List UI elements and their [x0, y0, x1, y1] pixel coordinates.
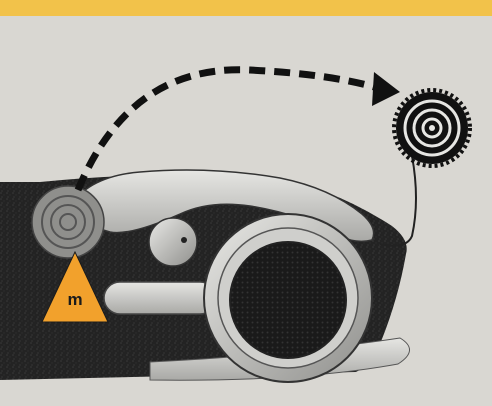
top-color-band: [0, 0, 492, 16]
advance-lever-plate: [69, 169, 375, 243]
start-knob: [31, 185, 105, 259]
pivot-knob: [148, 217, 198, 267]
rewind-knob-center: [229, 241, 347, 359]
warning-triangle-icon: [41, 250, 109, 323]
motion-arrow-path: [74, 66, 379, 192]
lever-outline-curve: [379, 155, 417, 247]
pivot-knob-dot: [181, 237, 187, 243]
end-knob: [392, 88, 472, 168]
lever-slot: [103, 281, 217, 315]
motion-arrow-head-icon: [372, 72, 400, 106]
